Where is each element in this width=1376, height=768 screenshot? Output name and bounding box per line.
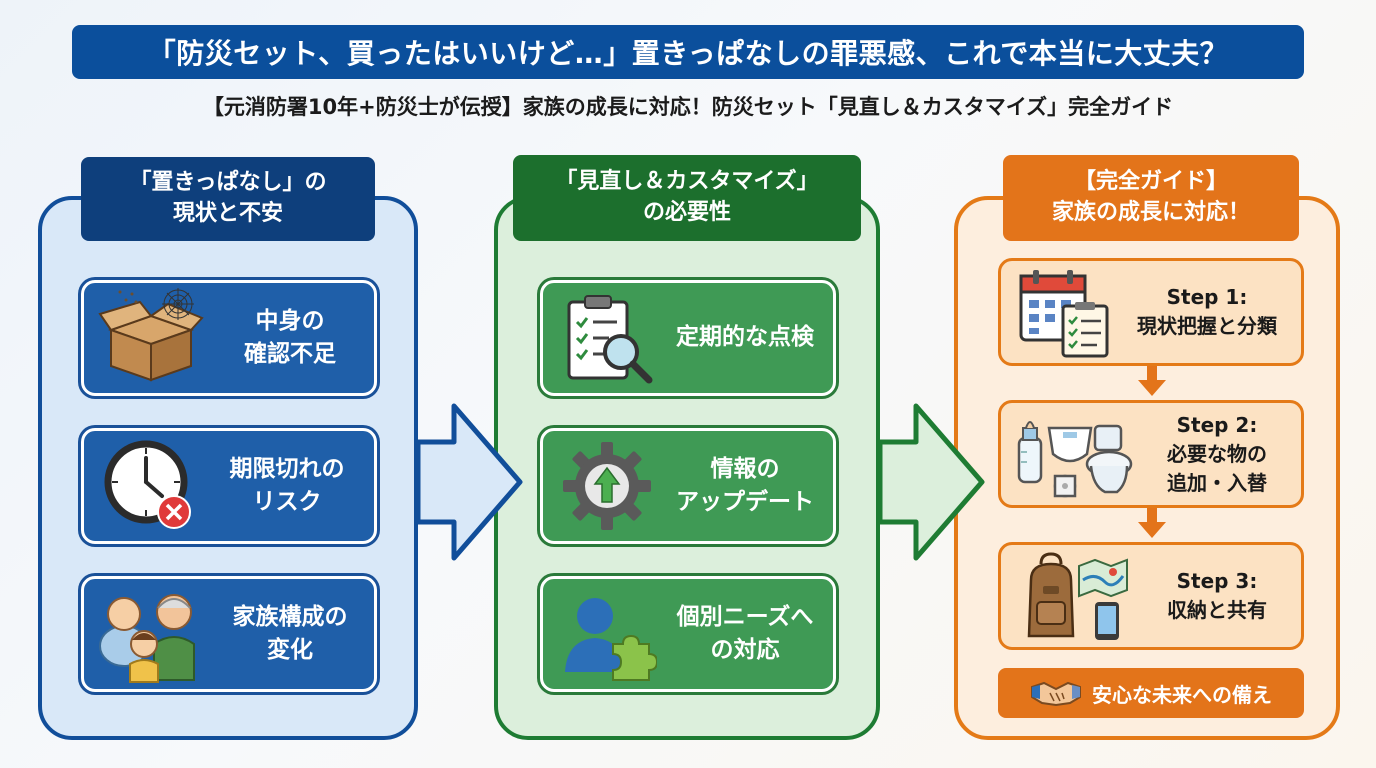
card-individual-needs: 個別ニーズへ の対応 — [540, 576, 836, 692]
step-line: Step 2: — [1176, 412, 1258, 437]
step-1-card: Step 1: 現状把握と分類 — [998, 258, 1304, 366]
card-line: 個別ニーズへ — [676, 603, 814, 630]
arrow-right-icon-1 — [415, 403, 523, 561]
header-line: 現状と不安 — [172, 201, 283, 226]
page-title: 「防災セット、買ったはいいけど…」置きっぱなしの罪悪感、これで本当に大丈夫？ — [147, 37, 1229, 70]
card-info-update: 情報の アップデート — [540, 428, 836, 544]
handshake-icon — [1031, 681, 1081, 707]
checklist-magnifier-icon — [567, 295, 653, 384]
step-down-arrow-icon-2 — [1138, 508, 1166, 538]
header-line: 「見直し＆カスタマイズ」 — [555, 169, 819, 195]
person-puzzle-icon — [565, 598, 657, 681]
header-necessity: 「見直し＆カスタマイズ」 の必要性 — [513, 155, 861, 241]
clock-expired-icon — [104, 440, 191, 529]
card-line: リスク — [252, 489, 322, 515]
card-line: 定期的な点検 — [676, 324, 814, 351]
calendar-checklist-icon — [1019, 270, 1109, 358]
header-line: の必要性 — [642, 200, 731, 225]
card-line: の対応 — [710, 637, 780, 663]
card-line: 確認不足 — [244, 341, 336, 367]
step-2-card: Step 2: 必要な物の 追加・入替 — [998, 400, 1304, 508]
card-expiration-risk: 期限切れの リスク — [81, 428, 377, 544]
step-down-arrow-icon-1 — [1138, 366, 1166, 396]
step-3-card: Step 3: 収納と共有 — [998, 542, 1304, 650]
card-family-change: 家族構成の 変化 — [81, 576, 377, 692]
step-line: Step 1: — [1166, 285, 1248, 309]
step-line: 必要な物の — [1167, 441, 1267, 466]
baby-supplies-icon — [1017, 421, 1133, 498]
card-line: 変化 — [267, 637, 313, 663]
step-line: 収納と共有 — [1167, 598, 1267, 622]
header-line: 家族の成長に対応！ — [1051, 200, 1250, 225]
card-unchecked-contents: 中身の 確認不足 — [81, 280, 377, 396]
card-line: 情報の — [710, 455, 780, 482]
arrow-right-icon-2 — [877, 403, 985, 561]
step-line: 追加・入替 — [1167, 470, 1267, 495]
header-current-status: 「置きっぱなし」の 現状と不安 — [81, 157, 375, 241]
card-line: アップデート — [676, 489, 814, 515]
step-line: 現状把握と分類 — [1137, 314, 1277, 338]
gear-update-icon — [563, 442, 651, 530]
subtitle-text: 【元消防署10年+防災士が伝授】家族の成長に対応！防災セット「見直し＆カスタマイ… — [202, 95, 1174, 119]
footer-text: 安心な未来への備え — [1092, 682, 1272, 707]
dusty-box-icon — [98, 288, 204, 382]
card-line: 期限切れの — [229, 455, 345, 482]
card-regular-inspection: 定期的な点検 — [540, 280, 836, 396]
family-icon — [99, 594, 195, 683]
header-complete-guide: 【完全ガイド】 家族の成長に対応！ — [1003, 155, 1299, 241]
card-line: 中身の — [255, 307, 325, 334]
header-line: 【完全ガイド】 — [1073, 169, 1228, 195]
backpack-map-phone-icon — [1027, 552, 1128, 640]
card-line: 家族構成の — [232, 603, 348, 630]
header-line: 「置きっぱなし」の — [129, 170, 327, 196]
footer-banner: 安心な未来への備え — [998, 668, 1304, 718]
page-subtitle: 【元消防署10年+防災士が伝授】家族の成長に対応！防災セット「見直し＆カスタマイ… — [72, 86, 1304, 126]
title-banner: 「防災セット、買ったはいいけど…」置きっぱなしの罪悪感、これで本当に大丈夫？ — [72, 25, 1304, 79]
step-line: Step 3: — [1176, 569, 1258, 593]
